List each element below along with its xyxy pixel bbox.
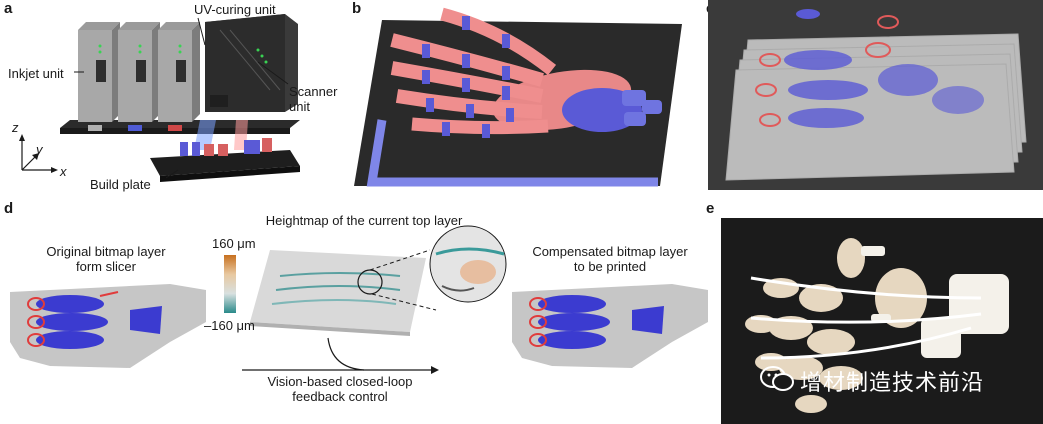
panel-a-letter: a — [4, 0, 13, 17]
printed-hand-render — [354, 7, 682, 187]
scale-bottom-label: –160 μm — [204, 318, 255, 333]
original-bitmap-layer — [10, 284, 206, 368]
heightmap-zoom — [429, 225, 507, 303]
axis-y-label: y — [36, 142, 43, 157]
zoom-connector-lines — [369, 249, 437, 311]
scale-top-label: 160 μm — [212, 236, 256, 251]
watermark-text: 增材制造技术前沿 — [800, 371, 985, 396]
compensated-bitmap-layer — [512, 284, 708, 368]
build-plate-label: Build plate — [90, 177, 151, 192]
heightmap-slab — [250, 250, 426, 336]
inkjet-unit-label: Inkjet unit — [8, 66, 64, 81]
compensated-bitmap-label: Compensated bitmap layer to be printed — [532, 244, 688, 274]
original-bitmap-label: Original bitmap layer form slicer — [46, 244, 166, 274]
feedback-arrow — [242, 337, 439, 374]
panel-b-letter: b — [352, 0, 362, 17]
panel-e-letter: e — [706, 200, 715, 217]
scanner-unit-label: Scanner unit — [289, 84, 338, 114]
sliced-layers-stack — [708, 0, 1043, 190]
printed-hand-photo — [721, 218, 1043, 424]
feedback-control-label: Vision-based closed-loop feedback contro… — [267, 374, 413, 404]
axis-z-label: z — [12, 120, 19, 135]
uv-curing-unit-label: UV-curing unit — [194, 2, 276, 17]
axis-x-label: x — [60, 164, 67, 179]
printer-illustration — [19, 14, 300, 182]
panel-d-letter: d — [4, 200, 14, 217]
wechat-icon — [760, 366, 794, 391]
heightmap-title: Heightmap of the current top layer — [265, 213, 463, 228]
heightmap-color-scale — [224, 255, 236, 313]
